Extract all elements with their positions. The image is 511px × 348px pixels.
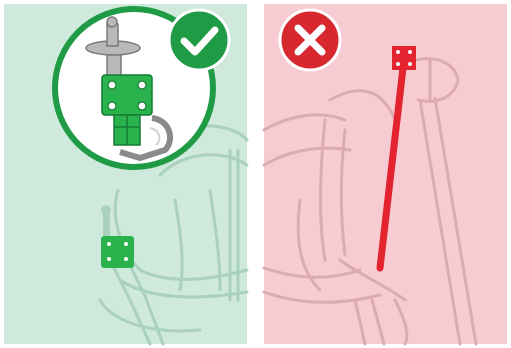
checkmark-badge <box>169 10 229 70</box>
x-mark-badge <box>280 10 340 70</box>
correct-panel <box>4 4 247 344</box>
incorrect-panel <box>264 4 507 344</box>
